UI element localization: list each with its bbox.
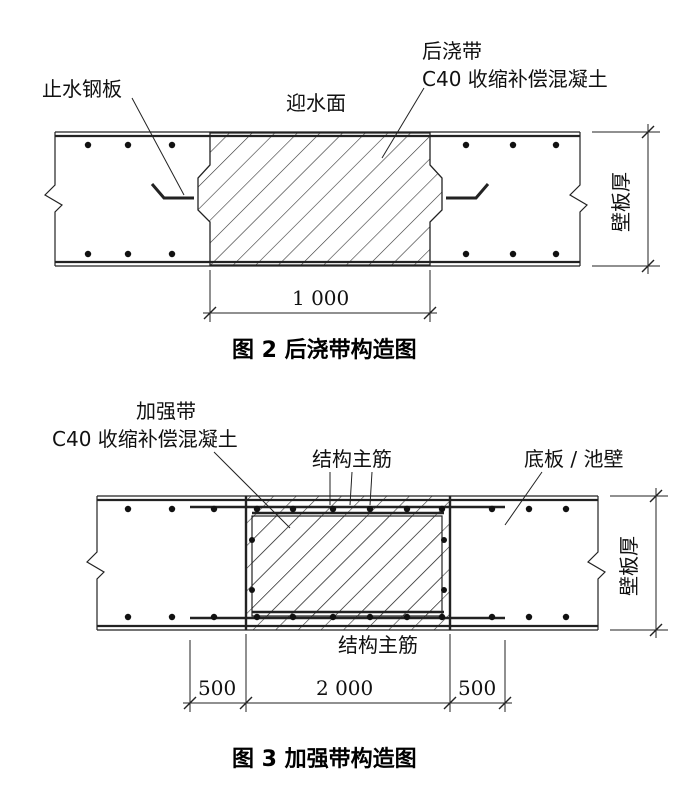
rebar-dots-bottom-fig3 — [124, 613, 570, 621]
label-wall-thickness-fig3: 壁板厚 — [617, 536, 641, 596]
leader-post-pour-strip — [381, 87, 425, 159]
leader-waterstop — [131, 97, 185, 196]
label-concrete-fig3: C40 收缩补偿混凝土 — [52, 427, 238, 451]
rebar-dots-top-fig3 — [124, 505, 570, 513]
rebar-dots-side-fig3 — [249, 537, 447, 593]
dim-wall-thickness-fig3: 壁板厚 — [610, 488, 668, 638]
break-line-right — [569, 132, 588, 266]
slab-bottom-surface — [55, 260, 580, 267]
waterstop-plate-right — [446, 183, 490, 200]
leader-main-rebar-3 — [369, 471, 373, 506]
dim-wall-thickness-fig2: 壁板厚 — [592, 124, 660, 274]
label-waterstop: 止水钢板 — [42, 77, 122, 101]
figure-3: 加强带 C40 收缩补偿混凝土 结构主筋 底板 / 池壁 结构主筋 壁板厚 50… — [52, 399, 668, 772]
label-main-rebar-bottom: 结构主筋 — [338, 633, 418, 657]
label-slab-wall: 底板 / 池壁 — [524, 447, 623, 471]
caption-figure-3: 图 3 加强带构造图 — [232, 746, 417, 772]
break-line-right-fig3 — [587, 496, 606, 630]
rebar-dots-bottom — [84, 250, 560, 258]
label-concrete-fig2: C40 收缩补偿混凝土 — [422, 67, 608, 91]
additional-rebar-bottom — [190, 610, 505, 620]
dim-left-value: 500 — [198, 676, 236, 700]
leader-main-rebar-2 — [349, 471, 353, 506]
dim-strip-width: 1 000 — [203, 270, 437, 322]
leader-reinforced-strip — [213, 451, 291, 529]
leader-slab-wall — [504, 471, 543, 526]
dim-chain-fig3: 500 2 000 500 — [183, 634, 512, 712]
waterstop-plate-left — [150, 183, 194, 200]
dim-strip-width-value: 1 000 — [292, 286, 349, 310]
break-line-left-fig3 — [86, 496, 105, 630]
break-line-left — [44, 132, 63, 266]
post-pour-strip — [197, 132, 443, 266]
dim-center-value: 2 000 — [316, 676, 373, 700]
slab-bottom-surface-fig3 — [97, 624, 598, 631]
label-reinforced-strip: 加强带 — [136, 399, 196, 423]
caption-figure-2: 图 2 后浇带构造图 — [232, 337, 417, 363]
dim-right-value: 500 — [458, 676, 496, 700]
label-post-pour-strip: 后浇带 — [422, 39, 482, 63]
additional-rebar-top — [190, 505, 505, 515]
slab-top-surface — [55, 131, 580, 138]
figure-2: 止水钢板 迎水面 后浇带 C40 收缩补偿混凝土 壁板厚 1 000 图 2 后… — [42, 39, 660, 363]
rebar-dots-top — [84, 141, 560, 149]
reinforced-strip-core — [251, 515, 443, 617]
slab-top-surface-fig3 — [97, 495, 598, 502]
label-main-rebar-top: 结构主筋 — [312, 447, 392, 471]
label-wall-thickness-fig2: 壁板厚 — [609, 172, 633, 232]
label-water-face: 迎水面 — [286, 91, 346, 115]
